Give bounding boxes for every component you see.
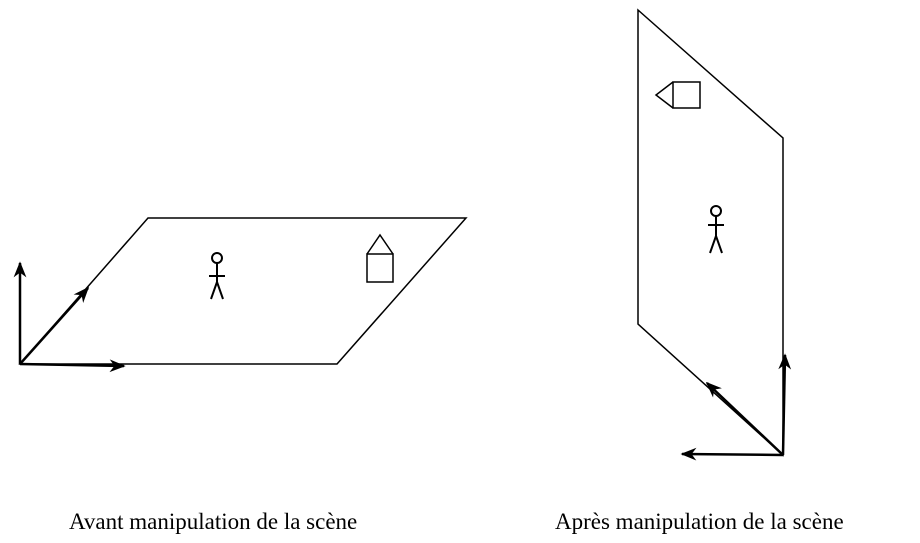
ground-plane-after — [637, 8, 784, 457]
house-icon-after — [654, 81, 701, 109]
house-icon-before — [366, 233, 394, 283]
scene-after — [637, 8, 792, 461]
axis-x-arrow-after — [680, 447, 784, 461]
axes-after — [680, 353, 792, 461]
person-icon-after — [708, 205, 724, 254]
axis-z-arrow — [19, 286, 90, 365]
axis-y-arrow-after — [778, 353, 792, 456]
scene-before — [13, 217, 468, 373]
person-icon-before — [209, 252, 225, 300]
axis-z-arrow-after — [705, 381, 784, 456]
axis-x-arrow — [19, 359, 126, 373]
axes-before — [13, 261, 126, 373]
caption-before: Avant manipulation de la scène — [69, 509, 358, 534]
caption-after: Après manipulation de la scène — [555, 509, 844, 534]
